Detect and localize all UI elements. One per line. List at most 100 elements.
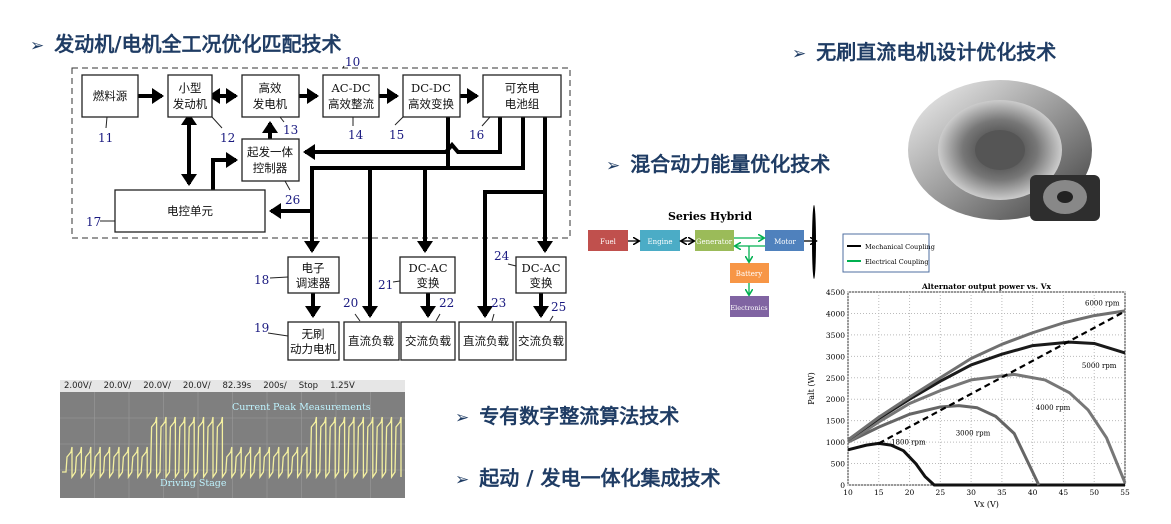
series-6000-rpm — [847, 309, 1126, 442]
series-3000-rpm — [847, 404, 1041, 486]
curve-label: 5000 rpm — [1082, 362, 1117, 370]
x-tick-label: 45 — [1059, 488, 1069, 497]
label-22: 22 — [439, 296, 454, 310]
svg-text:AC-DC: AC-DC — [330, 81, 370, 95]
y-tick-label: 3000 — [826, 352, 845, 361]
x-tick-label: 15 — [874, 488, 884, 497]
svg-text:高效: 高效 — [259, 81, 282, 95]
label-23: 23 — [491, 296, 506, 310]
svg-text:无刷: 无刷 — [302, 327, 325, 341]
sh-motor: Motor — [765, 230, 804, 251]
svg-text:Fuel: Fuel — [600, 238, 617, 246]
x-tick-label: 55 — [1120, 488, 1130, 497]
sh-legend: Mechanical Coupling Electrical Coupling — [842, 233, 935, 273]
svg-text:电子: 电子 — [302, 261, 325, 275]
svg-text:交流负载: 交流负载 — [405, 334, 451, 348]
svg-text:Motor: Motor — [774, 238, 796, 246]
label-10: 10 — [345, 55, 360, 69]
label-24: 24 — [494, 249, 510, 263]
label-13: 13 — [283, 123, 298, 137]
svg-text:高效变换: 高效变换 — [408, 97, 454, 111]
x-axis-label: Vx (V) — [973, 500, 999, 509]
series-1800-rpm — [847, 441, 1125, 487]
x-tick-label: 25 — [936, 488, 946, 497]
label-16: 16 — [469, 128, 484, 142]
svg-text:Electrical Coupling: Electrical Coupling — [865, 258, 929, 266]
svg-text:Generator: Generator — [696, 238, 733, 246]
label-26: 26 — [285, 193, 300, 207]
svg-text:直流负载: 直流负载 — [463, 334, 509, 348]
scope-waveform — [60, 392, 405, 498]
svg-text:动力电机: 动力电机 — [290, 342, 336, 356]
svg-text:Electronics: Electronics — [730, 304, 767, 312]
label-19: 19 — [254, 321, 269, 335]
annotation-current-peak: Current Peak Measurements — [232, 402, 371, 413]
y-tick-label: 500 — [831, 460, 846, 469]
block-ac-load-1: 交流负载 — [400, 321, 456, 361]
heading-engine-motor-matching: ➢发动机/电机全工况优化匹配技术 — [30, 32, 342, 56]
sh-battery: Battery — [730, 263, 769, 283]
propeller-icon — [812, 205, 816, 279]
system-boundary — [71, 67, 571, 239]
x-tick-label: 30 — [966, 488, 976, 497]
block-dcdc: DC-DC 高效变换 — [402, 74, 461, 118]
curve-label: 3000 rpm — [956, 430, 991, 438]
label-20: 20 — [343, 296, 358, 310]
svg-text:DC-DC: DC-DC — [411, 81, 451, 95]
x-tick-label: 10 — [843, 488, 853, 497]
scope-trace — [62, 416, 402, 480]
svg-text:调速器: 调速器 — [296, 276, 331, 290]
label-17: 17 — [86, 215, 101, 229]
y-axis-label: Palt (W) — [807, 372, 816, 405]
svg-text:电池组: 电池组 — [505, 97, 540, 111]
label-25: 25 — [551, 300, 566, 314]
x-tick-label: 50 — [1089, 488, 1099, 497]
block-dc-load-2: 直流负载 — [458, 321, 514, 361]
series-max-power-line — [878, 310, 1126, 445]
sh-generator: Generator — [695, 230, 734, 251]
series-4000-rpm — [847, 372, 1127, 484]
curve-label: 6000 rpm — [1085, 300, 1120, 308]
svg-text:Battery: Battery — [736, 270, 762, 278]
label-12: 12 — [220, 131, 235, 145]
label-15: 15 — [389, 128, 404, 142]
block-acdc: AC-DC 高效整流 — [322, 74, 380, 118]
curve-label: 1800 rpm — [891, 438, 926, 446]
block-fuel-source: 燃料源 — [81, 74, 139, 118]
svg-text:DC-AC: DC-AC — [408, 261, 447, 275]
svg-text:小型: 小型 — [179, 81, 202, 95]
svg-text:控制器: 控制器 — [253, 161, 288, 175]
y-tick-label: 4500 — [826, 288, 845, 297]
curve-label: 4000 rpm — [1036, 404, 1071, 412]
annotation-driving-stage: Driving Stage — [160, 478, 227, 489]
y-tick-label: 4000 — [826, 309, 845, 318]
x-tick-label: 40 — [1028, 488, 1038, 497]
svg-text:燃料源: 燃料源 — [93, 89, 128, 103]
block-ecu: 电控单元 — [114, 189, 266, 233]
sh-electronics: Electronics — [730, 296, 769, 317]
svg-text:电控单元: 电控单元 — [167, 204, 213, 218]
svg-text:高效整流: 高效整流 — [328, 97, 374, 111]
heading-start-gen-integration: ➢起动 / 发电一体化集成技术 — [455, 466, 721, 490]
x-tick-label: 20 — [905, 488, 915, 497]
block-ac-load-2: 交流负载 — [515, 321, 567, 361]
chart-title: Alternator output power vs. Vx — [921, 282, 1052, 291]
svg-text:变换: 变换 — [417, 276, 440, 290]
svg-text:起发一体: 起发一体 — [247, 145, 293, 159]
y-tick-label: 3500 — [826, 331, 845, 340]
sh-engine: Engine — [640, 230, 680, 251]
svg-text:交流负载: 交流负载 — [518, 334, 564, 348]
